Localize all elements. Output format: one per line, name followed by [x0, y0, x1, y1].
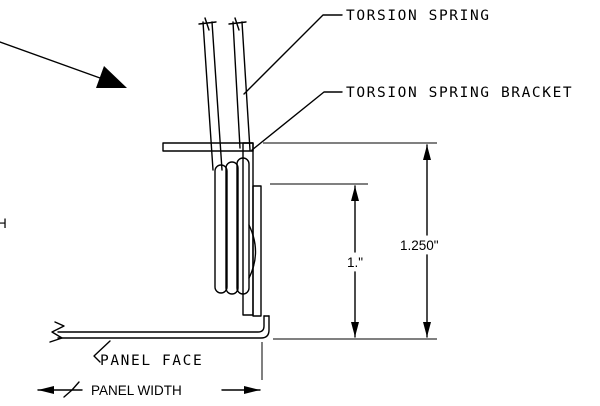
inner-height-dimension	[270, 183, 368, 338]
outer-height-dimension	[263, 142, 437, 340]
panel-width-label: PANEL WIDTH	[91, 383, 182, 398]
panel-face-sheet	[49, 315, 270, 343]
view-direction-arrow	[0, 41, 127, 88]
left-cut-label: H	[0, 216, 7, 231]
torsion-spring-label: TORSION SPRING	[346, 8, 491, 24]
panel-face-label: PANEL FACE	[100, 353, 203, 369]
torsion-spring-bracket	[162, 142, 262, 317]
torsion-spring-leader	[243, 14, 343, 95]
torsion-spring-coil	[214, 157, 257, 295]
panel-width-dimension	[37, 342, 263, 398]
torsion-spring-bracket-label: TORSION SPRING BRACKET	[346, 85, 573, 101]
inner-height-value: 1."	[347, 255, 363, 270]
outer-height-value: 1.250"	[400, 238, 439, 253]
torsion-spring-legs	[198, 17, 251, 171]
panel-face-leader	[93, 340, 111, 363]
bracket-leader	[251, 91, 343, 151]
